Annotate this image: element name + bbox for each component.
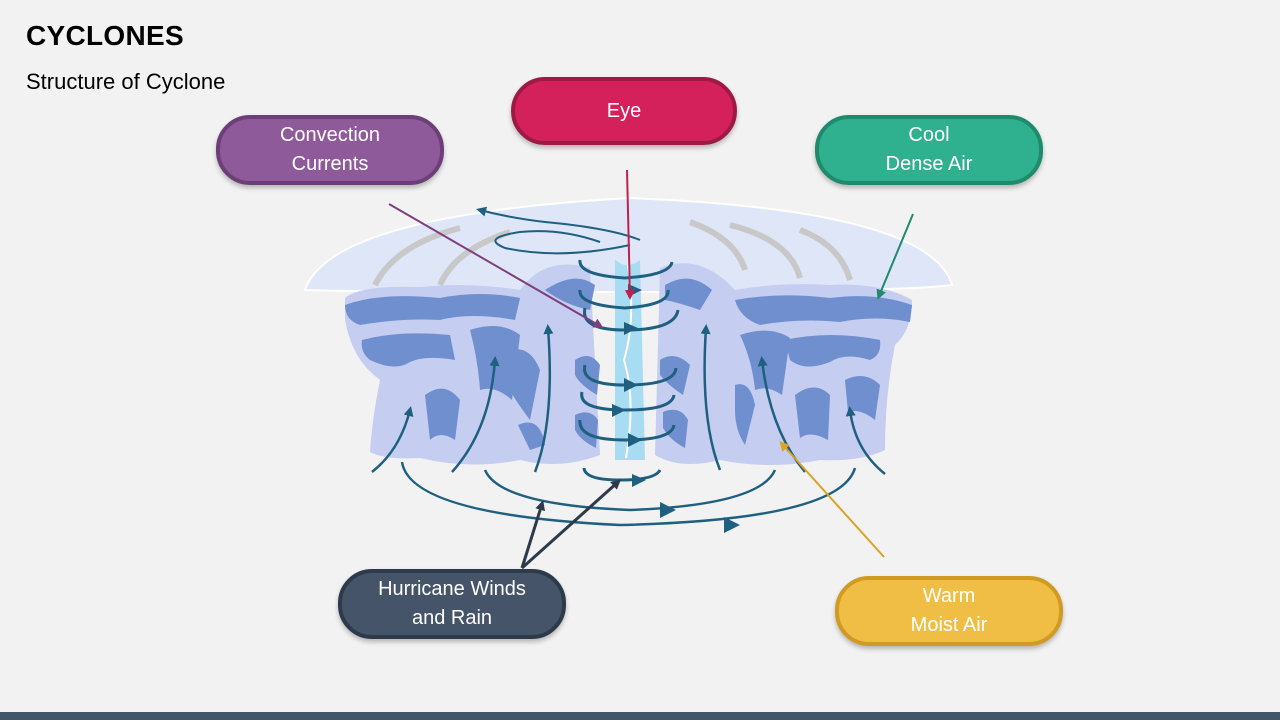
convection-pointer-line bbox=[388, 203, 604, 329]
hurricane-winds-label: Hurricane Winds and Rain bbox=[338, 569, 566, 639]
page-subtitle: Structure of Cyclone bbox=[26, 69, 226, 94]
page-title: CYCLONES bbox=[26, 20, 184, 51]
hurricane-pointer-line-b bbox=[520, 479, 621, 570]
top-swirl-arrow bbox=[494, 230, 631, 255]
footer-bar bbox=[0, 712, 1280, 720]
cool-air-pointer-line bbox=[876, 213, 914, 300]
top-swirl-arrow-outer bbox=[476, 206, 641, 241]
warm-moist-air-label: Warm Moist Air bbox=[835, 576, 1063, 646]
warm-air-pointer-line bbox=[779, 441, 885, 558]
eye-label: Eye bbox=[511, 77, 737, 145]
updraft-arrows bbox=[371, 324, 886, 475]
base-spiral-arcs bbox=[400, 461, 857, 527]
convection-currents-label: Convection Currents bbox=[216, 115, 444, 185]
cool-dense-air-label: Cool Dense Air bbox=[815, 115, 1043, 185]
base-spiral-arrowheads bbox=[660, 502, 740, 533]
cloud-dark-patches bbox=[345, 278, 912, 450]
eye-pointer-line bbox=[624, 169, 635, 300]
dome-arcs bbox=[372, 219, 853, 287]
hurricane-pointer-line-a bbox=[520, 500, 545, 569]
